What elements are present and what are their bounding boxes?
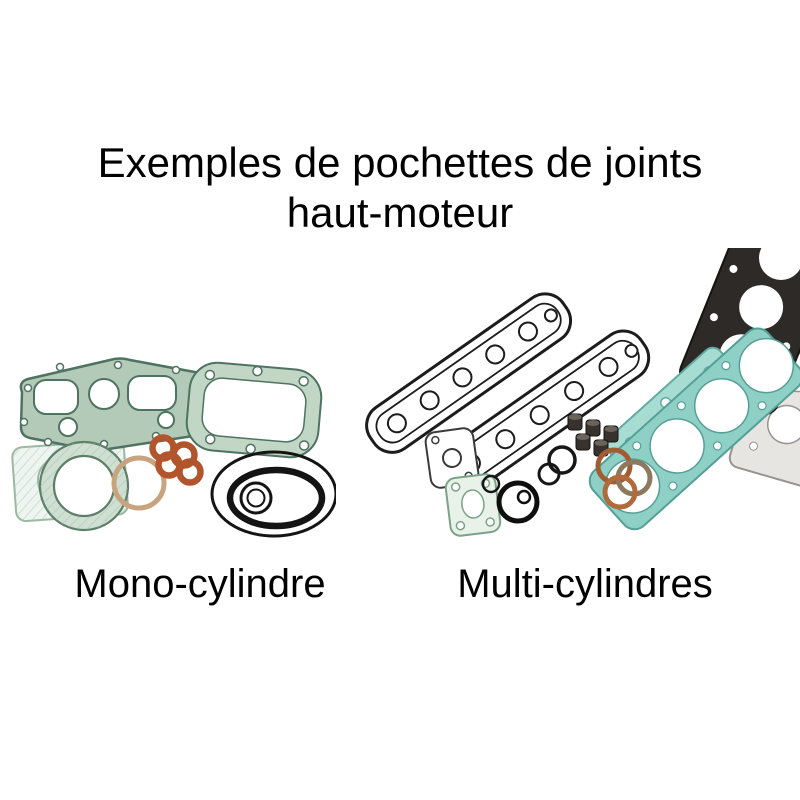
head-gasket-teal-4cyl (588, 327, 800, 531)
o-rings-small (481, 445, 577, 494)
copper-washers (595, 447, 653, 510)
head-gasket-ring (185, 361, 323, 459)
exhaust-gasket-ring (38, 440, 130, 532)
fiber-washer (111, 455, 167, 511)
o-rings (210, 450, 336, 538)
copper-washers (149, 434, 204, 486)
mono-cylinder-gasket-illustration (11, 357, 336, 538)
valve-cover-gasket-1 (365, 292, 573, 454)
small-gasket-green (444, 473, 502, 537)
title-line-1: Exemples de pochettes de joints (97, 139, 703, 186)
label-mono-cylindre: Mono-cylindre (74, 562, 326, 606)
multi-cylinder-gasket-illustration (365, 248, 800, 537)
page-title: Exemples de pochettes de joints haut-mot… (0, 138, 800, 237)
oil-seal (496, 480, 540, 524)
valve-stem-seals (567, 413, 619, 457)
title-line-2: haut-moteur (286, 188, 514, 236)
label-multi-cylindres: Multi-cylindres (457, 562, 713, 606)
cylinder-base-gasket (19, 357, 210, 453)
